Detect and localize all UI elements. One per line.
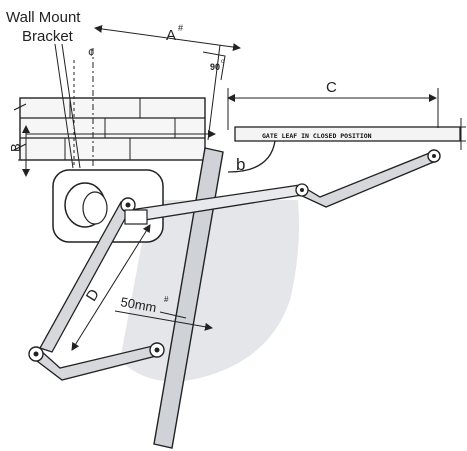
dimension-a-label: A xyxy=(166,27,176,44)
angle-label: 90 xyxy=(210,62,220,72)
dimension-a xyxy=(94,24,241,141)
dimension-b xyxy=(18,125,216,177)
bracket-label-line2: Bracket xyxy=(22,28,74,45)
offset-dimension xyxy=(114,310,213,331)
pivot-joints xyxy=(28,149,441,362)
gate-leaf-label: GATE LEAF IN CLOSED POSITION xyxy=(262,132,372,140)
dimension-a-mark: # xyxy=(178,23,183,33)
hinge-arc xyxy=(227,140,276,173)
dimension-b-label: B xyxy=(8,143,23,152)
swing-area-shade xyxy=(120,200,299,382)
dimension-c xyxy=(227,88,439,130)
angle-degree-mark: o xyxy=(221,59,225,65)
dimension-c-label: C xyxy=(326,79,337,96)
angle-b-label: b xyxy=(236,155,245,174)
gate-end-dimension xyxy=(456,118,466,150)
dimension-d xyxy=(71,224,151,351)
gate-post xyxy=(153,147,224,449)
gate-leaf xyxy=(234,126,461,142)
offset-label: 50mm xyxy=(119,294,157,315)
gate-side-arm xyxy=(299,151,437,208)
centerline-symbol: ¢ xyxy=(88,47,94,59)
bracket-label-line1: Wall Mount xyxy=(6,9,81,26)
wall-pillar xyxy=(13,97,206,161)
dimension-d-label: D xyxy=(83,286,103,304)
offset-mark: # xyxy=(164,295,169,304)
